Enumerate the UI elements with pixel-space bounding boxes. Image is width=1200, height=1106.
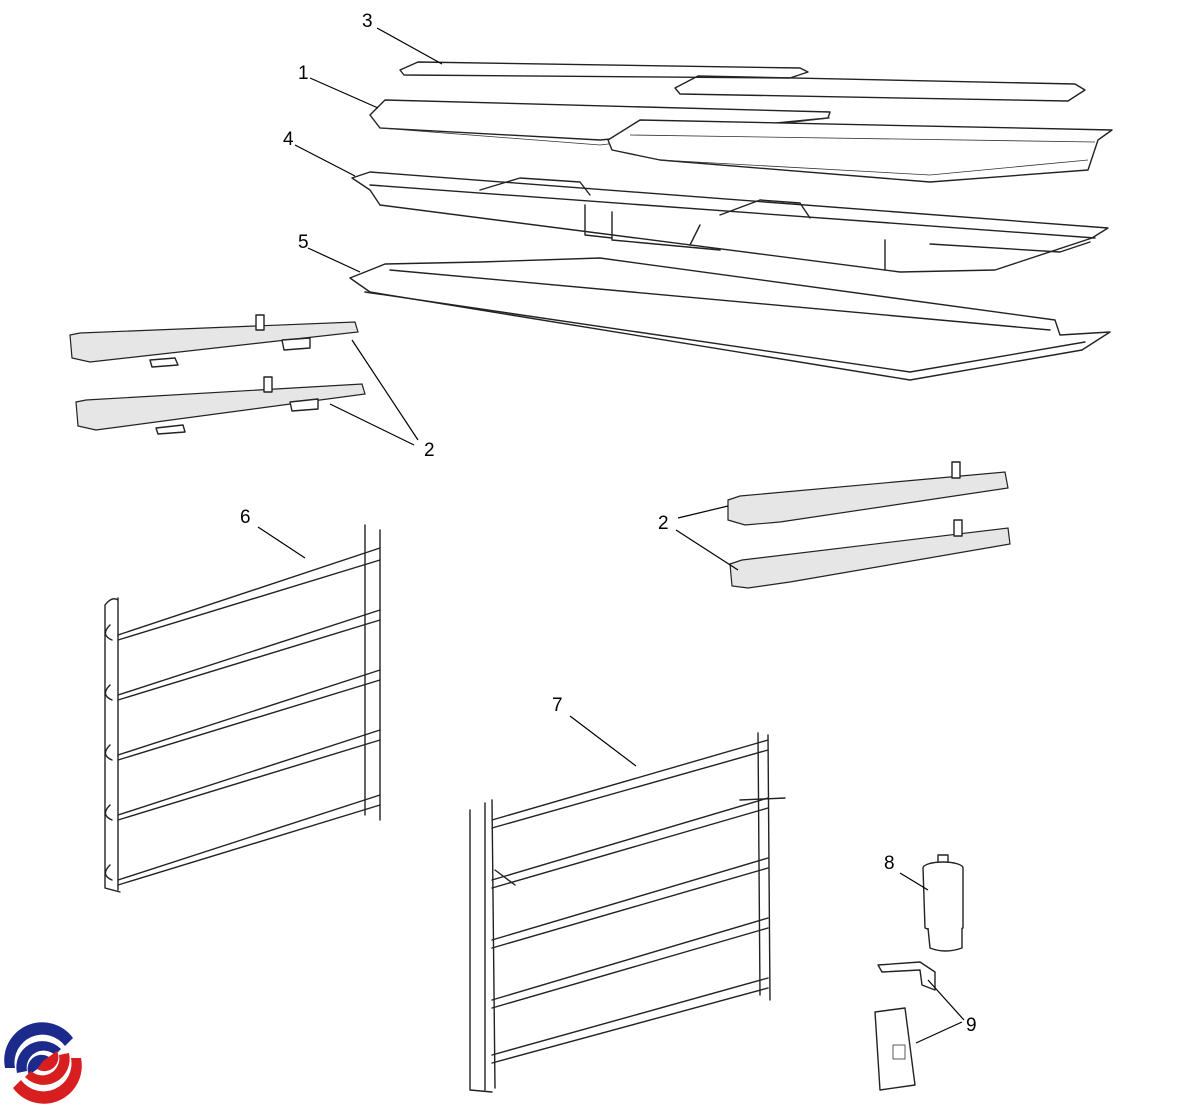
runner-right-part: [727, 461, 1011, 589]
side-rack-left-part: [104, 524, 381, 893]
clip-plate-part: [874, 961, 936, 1091]
wire-shelf-part: [349, 257, 1111, 381]
runner-left-part: [69, 314, 366, 435]
callout-7: 7: [552, 695, 563, 716]
callout-1: 1: [298, 63, 309, 84]
callout-3: 3: [362, 11, 373, 32]
callout-4: 4: [283, 129, 294, 150]
baking-tray-part: [369, 99, 1113, 183]
callout-2-right: 2: [658, 513, 669, 534]
frame-rack-part: [351, 171, 1109, 273]
callout-6: 6: [240, 507, 251, 528]
grid-mat-part: [399, 61, 1086, 102]
foot-part: [922, 854, 964, 952]
callout-8: 8: [884, 853, 895, 874]
brand-logo: [4, 1022, 82, 1104]
leader-lines: [257, 27, 965, 1044]
callout-9: 9: [966, 1015, 977, 1036]
callout-2-left: 2: [424, 440, 435, 461]
callout-5: 5: [298, 232, 309, 253]
side-rack-right-part: [469, 732, 786, 1093]
